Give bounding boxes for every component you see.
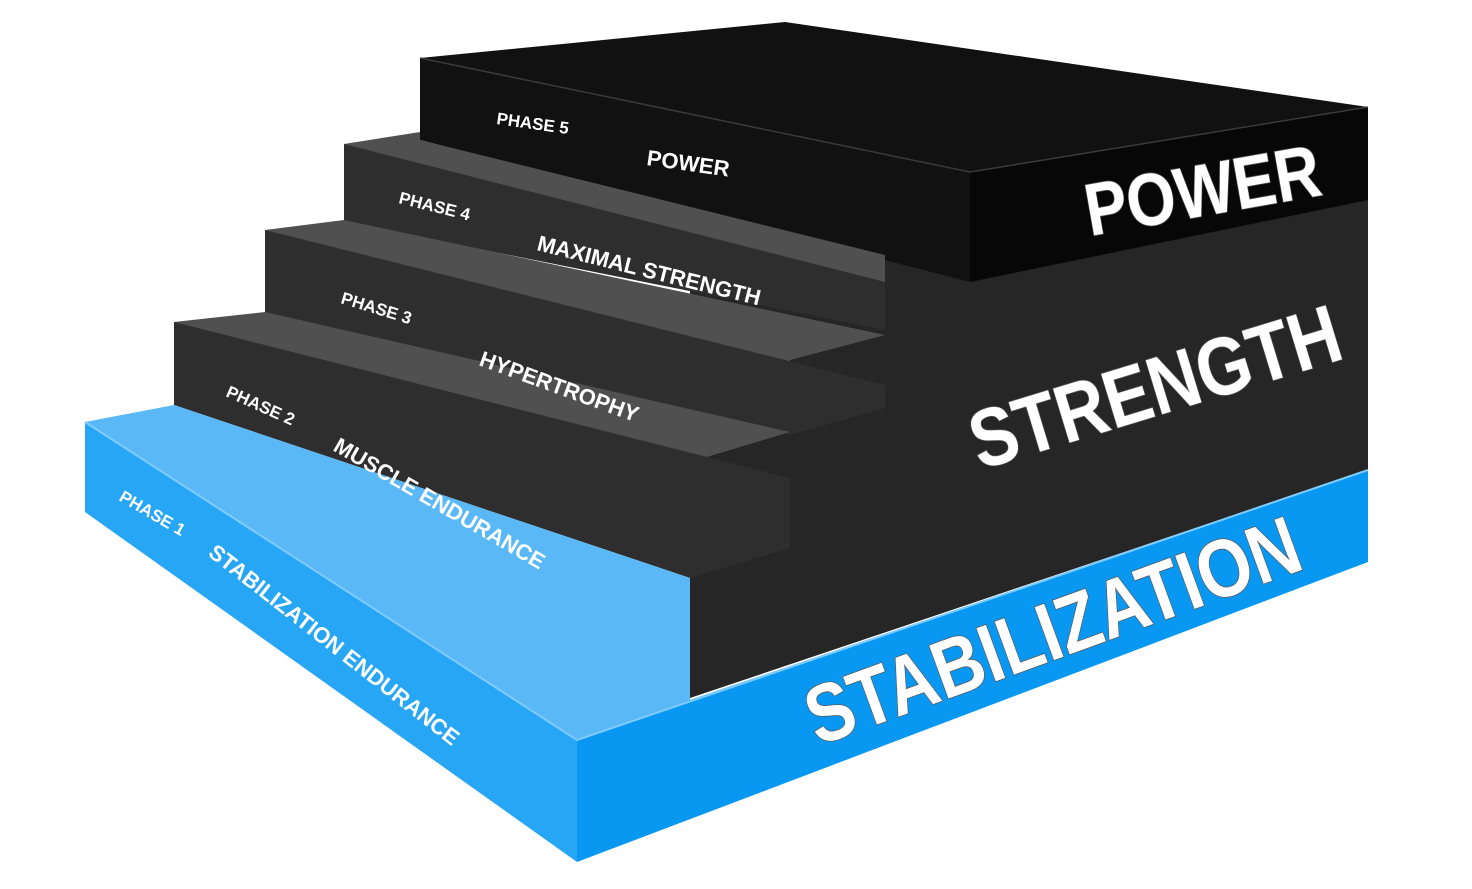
step-1-edge xyxy=(84,421,1369,742)
step-2-riser xyxy=(174,322,790,578)
step-2-top xyxy=(174,312,790,480)
step-1-top xyxy=(85,405,690,740)
power-block-front xyxy=(420,58,970,282)
step-4-riser xyxy=(344,144,885,330)
step-1-side xyxy=(577,470,1368,862)
power-block-top xyxy=(420,22,1368,172)
step-1-front xyxy=(85,422,577,862)
step-3-riser xyxy=(265,230,885,435)
power-block-side xyxy=(970,107,1368,282)
power-block-edge xyxy=(419,57,1369,173)
